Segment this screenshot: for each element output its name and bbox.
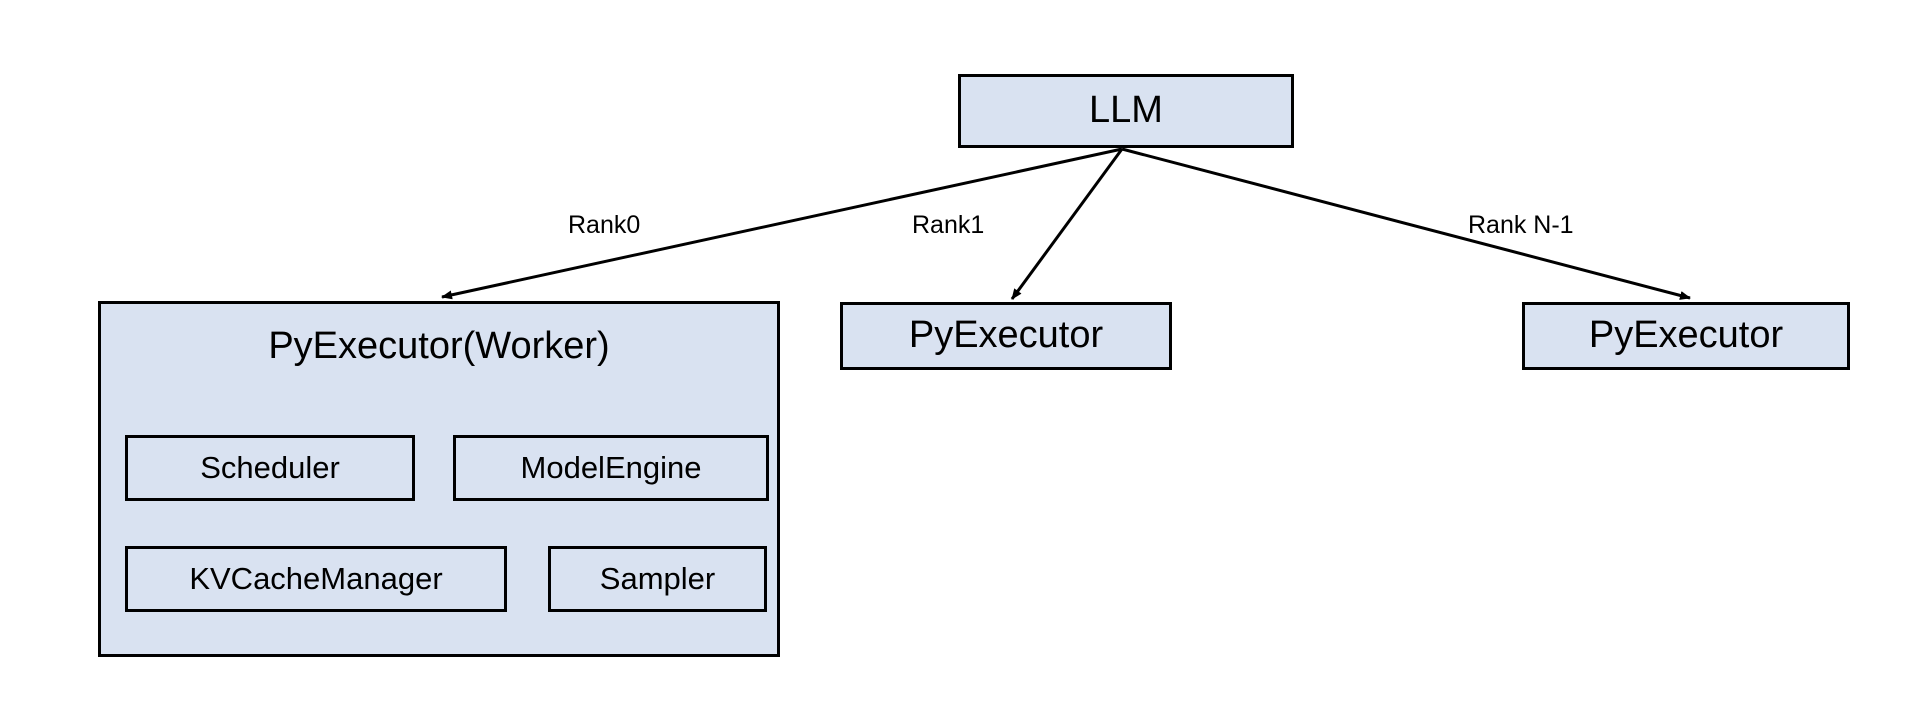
node-llm-label: LLM xyxy=(1089,89,1163,132)
node-scheduler-label: Scheduler xyxy=(200,449,340,485)
node-pyexecutor-1-label: PyExecutor xyxy=(908,314,1104,357)
node-kvcache-manager-label: KVCacheManager xyxy=(189,560,443,596)
node-pyexecutor-2[interactable]: PyExecutor xyxy=(1522,302,1850,370)
edge-rank0-line xyxy=(441,147,1123,300)
edge-label-rank1: Rank1 xyxy=(912,211,985,239)
node-scheduler[interactable]: Scheduler xyxy=(125,435,415,501)
node-model-engine[interactable]: ModelEngine xyxy=(453,435,769,501)
node-llm[interactable]: LLM xyxy=(958,74,1294,148)
edge-rank1-line xyxy=(1010,148,1124,300)
node-pyexecutor-2-label: PyExecutor xyxy=(1588,314,1784,357)
edge-label-rank-n-1: Rank N-1 xyxy=(1468,211,1574,239)
node-kvcache-manager[interactable]: KVCacheManager xyxy=(125,546,507,612)
edge-rankn-line xyxy=(1121,147,1691,300)
node-pyexecutor-1[interactable]: PyExecutor xyxy=(840,302,1172,370)
node-model-engine-label: ModelEngine xyxy=(520,449,702,485)
edge-label-rank0: Rank0 xyxy=(568,211,641,239)
node-sampler-label: Sampler xyxy=(599,560,716,596)
node-sampler[interactable]: Sampler xyxy=(548,546,767,612)
node-pyexecutor-worker-label: PyExecutor(Worker) xyxy=(268,325,610,367)
node-pyexecutor-worker[interactable]: PyExecutor(Worker) Scheduler ModelEngine… xyxy=(98,301,780,657)
